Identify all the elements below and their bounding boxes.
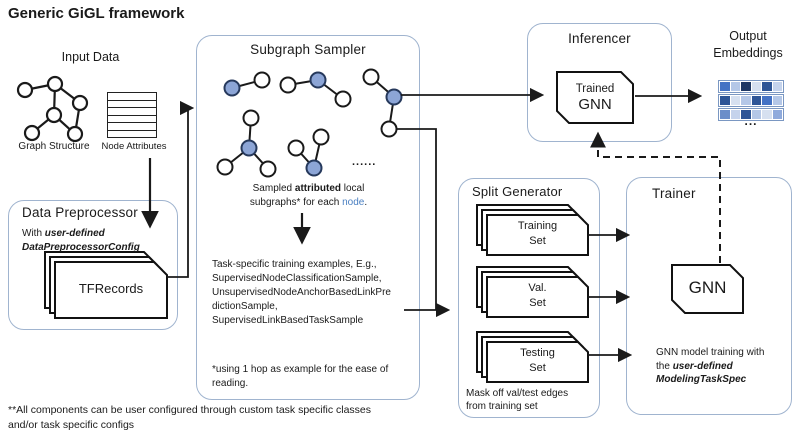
embedding-row [718, 94, 784, 107]
footnote-line1: *using 1 hop as example for the ease of [212, 364, 389, 375]
task-line: Task-specific training examples, E.g., [212, 259, 377, 270]
footer-line1: **All components can be user configured … [8, 404, 372, 416]
embedding-cell [730, 96, 740, 105]
task-examples-text: Task-specific training examples, E.g., S… [212, 258, 417, 328]
data-preprocessor-subtitle: With user-defined DataPreprocessorConfig [22, 227, 172, 254]
embedding-cell [762, 110, 772, 119]
embedding-cell [720, 96, 730, 105]
split-generator-box [458, 178, 600, 418]
embedding-cell [762, 96, 772, 105]
val-set-label: Val. Set [487, 281, 588, 311]
embedding-cell [762, 82, 772, 91]
trainer-gnn-label: GNN [688, 278, 727, 297]
val-label-line2: Set [529, 297, 546, 309]
testing-set-stack-icon [476, 331, 589, 383]
trainer-caption-the: the [656, 360, 673, 372]
training-set-stack-icon [476, 204, 589, 256]
gnn-card [671, 264, 744, 314]
preprocessor-config-text: DataPreprocessorConfig [22, 241, 140, 253]
embedding-cell [751, 82, 761, 91]
caption-attributed-text: attributed [294, 183, 341, 194]
split-caption-line1: Mask off val/test edges [466, 388, 569, 399]
caption-subgraphs-text: subgraphs* for each [249, 196, 343, 208]
footer-note: **All components can be user configured … [8, 403, 371, 433]
trainer-userdefined-text: user-defined [672, 360, 733, 372]
split-generator-title: Split Generator [472, 184, 563, 199]
output-title-line2: Embeddings [713, 46, 783, 60]
inferencer-gnn-text: GNN [578, 96, 612, 113]
output-embeddings-title: Output Embeddings [698, 28, 798, 62]
val-set-stack-icon [476, 266, 589, 318]
embedding-cell [751, 96, 761, 105]
task-line: dictionSample, [212, 301, 278, 312]
embedding-cell [730, 82, 740, 91]
data-preprocessor-title: Data Preprocessor [22, 205, 138, 220]
subgraph-ellipsis: ...... [352, 156, 377, 168]
embedding-cell [772, 96, 782, 105]
embedding-cell [772, 110, 782, 119]
sampler-footnote: *using 1 hop as example for the ease of … [212, 363, 407, 390]
footer-line2: and/or task specific configs [8, 419, 135, 431]
sampled-subgraphs-icon [216, 68, 403, 178]
embedding-cell [741, 96, 751, 105]
node-attributes-table-icon [107, 92, 157, 138]
embedding-cell [751, 110, 761, 119]
input-data-title: Input Data [61, 50, 120, 64]
graph-structure-icon [16, 75, 89, 143]
trainer-caption-line1: GNN model training with [656, 347, 765, 358]
sampler-caption: Sampled attributed local subgraphs* for … [226, 182, 391, 209]
embedding-cell [741, 82, 751, 91]
training-label-line2: Set [529, 235, 546, 247]
preprocessor-userdefined-text: user-defined [44, 228, 105, 239]
trained-text: Trained [575, 83, 615, 95]
trained-gnn-label: Trained GNN [557, 80, 633, 113]
split-generator-caption: Mask off val/test edges from training se… [466, 387, 596, 413]
embedding-row [718, 80, 784, 93]
tfrecords-label: TFRecords [78, 281, 144, 296]
graph-structure-label: Graph Structure [18, 141, 90, 152]
page-title: Generic GiGL framework [8, 5, 185, 22]
preprocessor-with-text: With [22, 228, 45, 239]
tfrecords-stack-icon [44, 251, 168, 319]
task-line: UnsupervisedNodeAnchorBasedLinkPre [212, 287, 391, 298]
embedding-row [718, 108, 784, 121]
val-label-line1: Val. [528, 282, 547, 294]
embedding-cell [730, 110, 740, 119]
trainer-caption: GNN model training with the user-defined… [656, 346, 780, 387]
node-attributes-label: Node Attributes [101, 141, 167, 152]
trainer-title: Trainer [652, 186, 696, 201]
output-title-line1: Output [729, 29, 767, 43]
embeddings-ellipsis: ... [744, 114, 758, 128]
caption-period-text: . [364, 196, 368, 208]
task-line: SupervisedLinkBasedTaskSample [212, 315, 364, 326]
split-caption-line2: from training set [466, 401, 538, 412]
caption-node-link-text: node [342, 196, 365, 208]
subgraph-sampler-title: Subgraph Sampler [250, 42, 366, 57]
embedding-cell [741, 110, 751, 119]
testing-label-line2: Set [529, 362, 546, 374]
testing-set-label: Testing Set [487, 346, 588, 376]
embedding-cell [720, 82, 730, 91]
embedding-cell [772, 82, 782, 91]
inferencer-title: Inferencer [568, 31, 631, 46]
training-set-label: Training Set [487, 219, 588, 249]
trainer-modelingtaskspec-text: ModelingTaskSpec [656, 374, 747, 385]
testing-label-line1: Testing [520, 347, 555, 359]
trained-gnn-card [556, 71, 634, 124]
caption-sampled-text: Sampled [252, 183, 295, 194]
footnote-line2: reading. [212, 377, 249, 389]
embedding-cell [720, 110, 730, 119]
caption-local-text: local [341, 183, 365, 194]
task-line: SupervisedNodeClassificationSample, [212, 273, 382, 284]
training-label-line1: Training [517, 220, 558, 232]
